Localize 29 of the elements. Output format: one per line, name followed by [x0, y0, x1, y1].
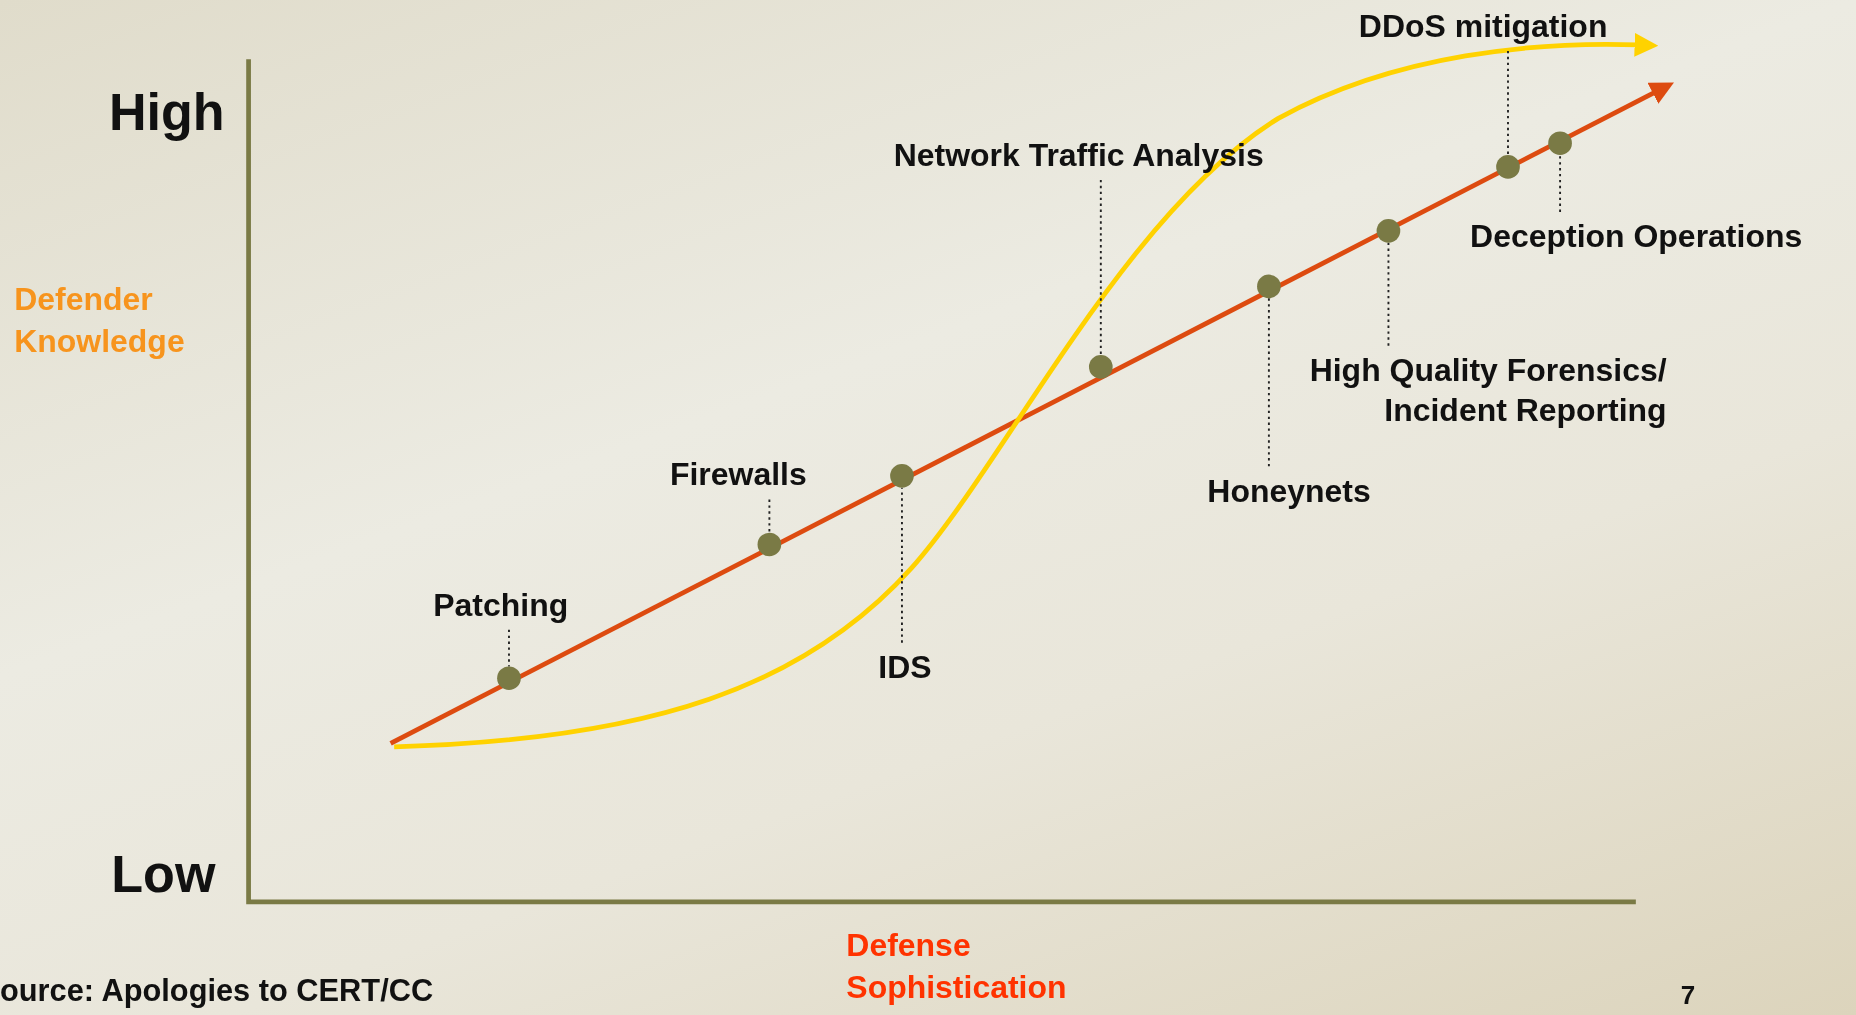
leader-line	[901, 486, 903, 644]
leader-line	[1559, 154, 1562, 213]
axis-label: Low	[111, 844, 216, 906]
page-number: 7	[1680, 979, 1696, 1012]
axis-label: High	[108, 81, 225, 143]
axis-title: Defender Knowledge	[14, 280, 186, 361]
leader-line	[1267, 297, 1270, 468]
callout-label: High Quality Forensics/ Incident Reporting	[1254, 350, 1667, 431]
leader-line	[508, 628, 510, 668]
callout-label: Firewalls	[669, 454, 807, 495]
callout-label: DDoS mitigation	[1358, 5, 1608, 47]
dot-marker	[1496, 155, 1520, 179]
dot-marker	[890, 464, 914, 488]
dot-marker	[1089, 355, 1113, 379]
leader-line	[1387, 241, 1390, 347]
leader-line	[768, 498, 771, 534]
callout-label: IDS	[878, 647, 932, 688]
axis-title: Defense Sophistication	[846, 927, 1068, 1007]
callout-label: Deception Operations	[1470, 216, 1803, 257]
callout-label: Honeynets	[1207, 471, 1371, 512]
callout-label: Patching	[433, 584, 569, 625]
dot-marker	[1257, 274, 1281, 299]
leader-line	[1507, 49, 1509, 156]
leader-line	[1099, 178, 1102, 357]
dot-marker	[757, 532, 782, 557]
dot-marker	[1376, 219, 1401, 243]
dot-marker	[1548, 131, 1572, 156]
dot-marker	[497, 666, 521, 691]
source-note: ource: Apologies to CERT/CC	[0, 972, 434, 1011]
